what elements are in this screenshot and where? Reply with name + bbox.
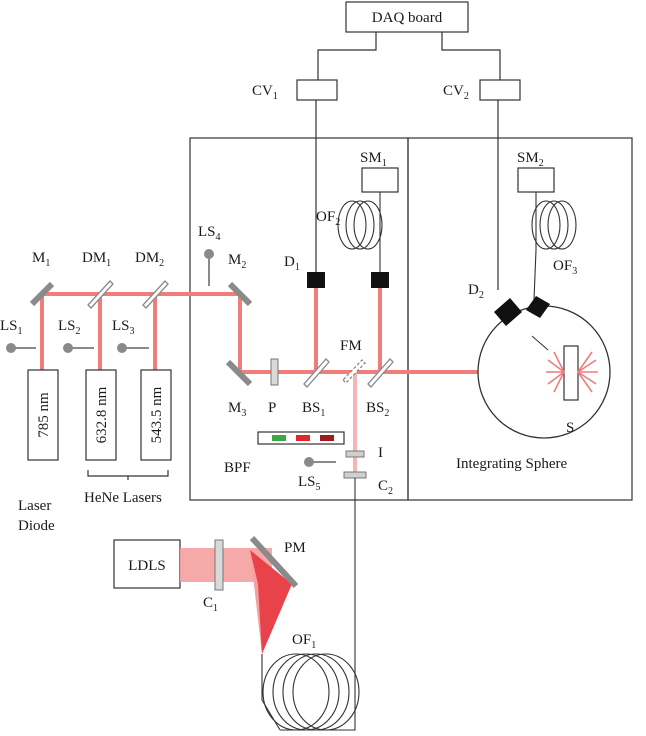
ls4-label: LS4 — [198, 224, 221, 243]
d2-label: D2 — [468, 282, 484, 301]
sample-holder — [563, 345, 579, 401]
of2-label: OF2 — [316, 209, 340, 228]
c1-label: C1 — [203, 595, 218, 614]
m2-label: M2 — [228, 252, 246, 271]
of1-fiber-coil — [261, 653, 360, 731]
ls5-lamp — [304, 457, 336, 467]
bs2-label: BS2 — [366, 400, 389, 419]
cv1-label: CV1 — [252, 83, 278, 102]
bpf-label: BPF — [224, 460, 251, 476]
ls5-label: LS5 — [298, 474, 321, 493]
sm2-label: SM2 — [517, 150, 544, 169]
cv2-label: CV2 — [443, 83, 469, 102]
c2-collimator — [343, 471, 367, 479]
laser-632-label: 632.8 nm — [94, 386, 110, 443]
scatter-rays — [546, 351, 598, 393]
daq-to-cv2-wire — [441, 32, 501, 80]
fm-flip-mirror — [342, 359, 366, 384]
ls2-label: LS2 — [58, 318, 81, 337]
dm2-mirror — [142, 280, 169, 309]
m2-mirror — [227, 281, 253, 307]
fm-label: FM — [340, 338, 362, 354]
bs2-splitter — [367, 358, 394, 388]
ldls-beam-bundle — [180, 548, 272, 582]
sm1-box — [361, 167, 399, 193]
laser-785-box — [27, 369, 59, 461]
ls4-lamp — [204, 249, 214, 286]
ls2-lamp — [63, 343, 94, 353]
ls1-lamp — [6, 343, 36, 353]
bpf-slot-darkred — [320, 435, 334, 441]
c2-label: C2 — [378, 478, 393, 497]
m3-label: M3 — [228, 400, 246, 419]
focused-cone-dark — [250, 550, 292, 654]
of1-label: OF1 — [292, 632, 316, 651]
m1-mirror — [29, 281, 55, 307]
pm-label: PM — [284, 540, 306, 556]
d2-detector-a — [494, 298, 522, 326]
d2-detector-b — [526, 296, 550, 318]
of3-fiber-coil — [531, 192, 577, 301]
laser-543-label: 543.5 nm — [149, 386, 165, 443]
ls1-label: LS1 — [0, 318, 23, 337]
of3-label: OF3 — [553, 258, 577, 277]
d1b-detector — [371, 272, 389, 288]
pm-mirror — [249, 535, 299, 589]
cv1-box — [296, 79, 338, 101]
laser-diode-label-2: Diode — [18, 518, 55, 534]
laser-785-label: 785 nm — [36, 392, 52, 438]
enclosure-right — [407, 137, 633, 501]
laser-diode-label-1: Laser — [18, 498, 51, 514]
iris — [345, 450, 365, 458]
of2-fiber-coil — [337, 192, 383, 272]
dm1-label: DM1 — [82, 250, 111, 269]
sm1-label: SM1 — [360, 150, 387, 169]
bpf-slot-green — [272, 435, 286, 441]
polarizer — [270, 358, 279, 386]
sphere-baffle — [531, 335, 549, 351]
i-label: I — [378, 445, 383, 461]
c1-collimator — [214, 539, 224, 591]
daq-to-cv1-wire — [317, 32, 377, 80]
ls3-lamp — [117, 343, 149, 353]
hene-lasers-label: HeNe Lasers — [84, 490, 162, 506]
cv2-box — [479, 79, 521, 101]
bs1-splitter — [303, 358, 330, 388]
m1-label: M1 — [32, 250, 50, 269]
bpf-filter-wheel — [257, 431, 345, 445]
s-label: S — [566, 420, 574, 436]
d1-detector — [307, 272, 325, 288]
dm1-mirror — [87, 280, 114, 309]
daq-board-label: DAQ board — [372, 10, 443, 26]
sm2-box — [517, 167, 555, 193]
ldls-box — [113, 539, 181, 589]
dm2-label: DM2 — [135, 250, 164, 269]
p-label: P — [268, 400, 276, 416]
laser-beam-paths — [40, 288, 545, 474]
bs1-label: BS1 — [302, 400, 325, 419]
daq-board — [345, 1, 469, 33]
bpf-slot-red — [296, 435, 310, 441]
ldls-label: LDLS — [128, 558, 166, 574]
laser-632-box — [85, 369, 117, 461]
d1-label: D1 — [284, 254, 300, 273]
m3-mirror — [225, 359, 253, 387]
c2-to-of1-fiber — [280, 478, 356, 731]
ls3-label: LS3 — [112, 318, 135, 337]
integrating-sphere-label: Integrating Sphere — [456, 456, 568, 472]
laser-543-box — [140, 369, 172, 461]
hene-bracket — [87, 470, 169, 480]
